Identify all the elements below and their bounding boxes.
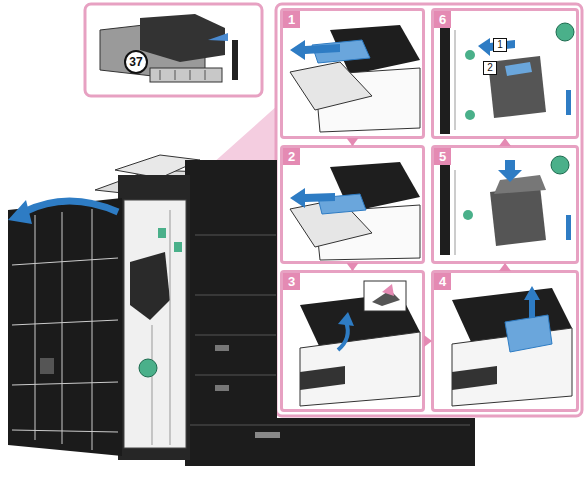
paper-sheet	[505, 315, 552, 352]
drawer-line	[195, 235, 276, 236]
lift-arrow-head	[338, 312, 354, 326]
drawer-line	[195, 335, 276, 336]
green-knob	[463, 210, 473, 220]
step-panel: 5	[431, 145, 579, 264]
drawer-handle	[255, 432, 280, 438]
detail-arrow	[382, 284, 394, 296]
comb-slot	[190, 70, 191, 80]
green-lever	[158, 228, 166, 238]
green-knob	[465, 50, 475, 60]
door-handle	[40, 358, 54, 374]
green-knob	[556, 23, 574, 41]
green-knob	[465, 110, 475, 120]
unit-top	[140, 14, 225, 62]
detail-inset	[364, 281, 406, 311]
door-grid	[12, 382, 118, 385]
lift-arrow	[338, 322, 348, 350]
open-arrow-head	[8, 200, 32, 224]
pull-arrow	[290, 188, 335, 208]
front-door	[8, 198, 122, 456]
finisher-interior	[124, 200, 186, 448]
door-grid	[12, 430, 118, 432]
step-panel: 1	[280, 8, 425, 139]
stapler-top	[494, 175, 546, 194]
door-grid	[92, 209, 93, 450]
step-number: 5	[434, 148, 451, 165]
push-arrow	[498, 160, 522, 182]
step-number: 4	[434, 273, 451, 290]
sub-step-number: 2	[487, 63, 493, 73]
interior-line	[455, 30, 456, 130]
blue-latch	[566, 90, 571, 115]
drawer-line	[195, 295, 276, 296]
step-panel: 6 1 2	[431, 8, 579, 139]
step-number: 3	[283, 273, 300, 290]
control-panel	[452, 366, 497, 390]
pull-arrow	[478, 38, 515, 56]
callout-circle: 37	[124, 50, 148, 74]
direction-mark	[208, 33, 228, 41]
drawer-handle	[215, 345, 229, 351]
door-grid	[12, 258, 118, 265]
blue-latch	[566, 215, 571, 240]
step-panel: 4	[431, 270, 579, 412]
comb-slot	[160, 70, 161, 80]
step-number: 6	[434, 11, 451, 28]
pull-arrow	[524, 286, 540, 318]
frame-side	[440, 160, 450, 255]
door-grid	[12, 320, 118, 325]
main-body-base	[185, 418, 475, 466]
step-panel: 2	[280, 145, 425, 264]
callout-frame	[85, 4, 262, 96]
green-knob	[139, 359, 157, 377]
green-lever	[174, 242, 182, 252]
interior-line	[170, 210, 171, 445]
finisher-body	[118, 175, 190, 460]
cartridge	[505, 62, 532, 76]
drawer-line	[190, 425, 470, 426]
pull-arrow	[290, 40, 340, 60]
open-arrow	[24, 201, 118, 212]
drawer-handle	[215, 385, 229, 391]
step-number: 2	[283, 148, 300, 165]
unit-comb	[150, 68, 222, 82]
interior-line	[455, 170, 456, 255]
green-knob	[551, 156, 569, 174]
finisher-front	[300, 332, 420, 406]
control-panel	[300, 366, 345, 390]
tray	[290, 62, 372, 110]
stapler-unit	[490, 186, 546, 246]
comb-slot	[205, 70, 206, 80]
sub-step-box: 1	[493, 38, 507, 52]
steps-frame	[276, 4, 582, 416]
door-grid	[35, 215, 36, 440]
unit-edge	[232, 40, 238, 80]
step-number: 1	[283, 11, 300, 28]
step-panel: 3	[280, 270, 425, 412]
door-grid	[62, 212, 63, 444]
frame-side	[440, 24, 450, 134]
callout-number: 37	[129, 56, 142, 68]
comb-slot	[175, 70, 176, 80]
sub-step-number: 1	[497, 40, 503, 50]
sub-step-box: 2	[483, 61, 497, 75]
drawer-line	[195, 375, 276, 376]
stapler-unit	[130, 252, 170, 320]
interior-line	[152, 325, 153, 445]
